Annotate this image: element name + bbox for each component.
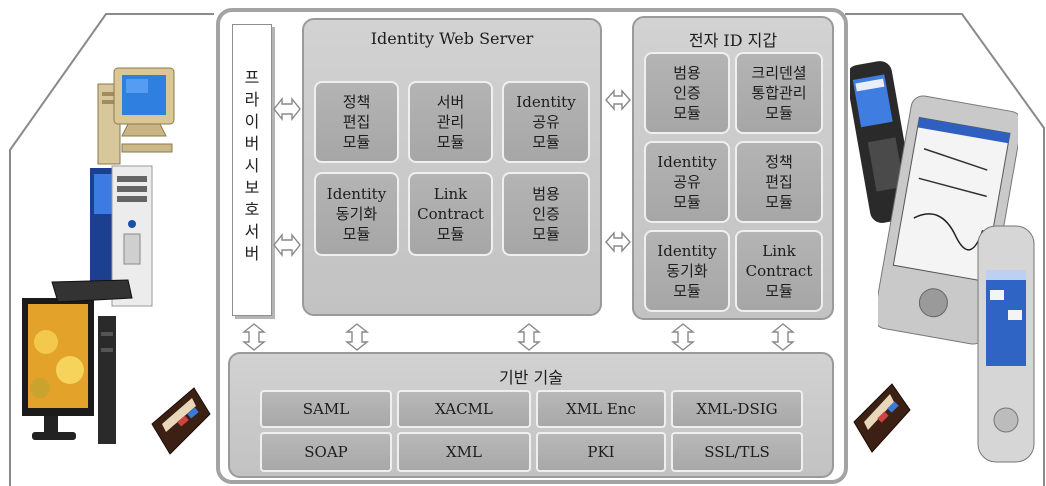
web-identity-sync-module: Identity 동기화 모듈: [314, 172, 399, 256]
base-technology-title: 기반 기술: [499, 368, 563, 387]
privacy-server: 프라이버시보호서버: [232, 24, 272, 316]
wallet-base-arrow-left: [671, 323, 695, 351]
identity-web-server-panel: Identity Web Server: [302, 18, 602, 316]
wallet-identity-sharing-module: Identity 공유 모듈: [644, 141, 730, 223]
keyboard-icon: [51, 279, 133, 303]
privacy-web-arrow-bottom: [273, 233, 301, 257]
left-device-frame: [9, 13, 214, 486]
pda-phone-icon: [977, 225, 1035, 463]
tech-xacml: XACML: [397, 390, 531, 428]
lcd-monitor-icon: [22, 298, 116, 444]
tech-ssl-tls: SSL/TLS: [671, 432, 803, 472]
web-server-admin-module: 서버 관리 모듈: [408, 81, 493, 163]
desktop-pc-icon: [97, 67, 175, 165]
tech-xml: XML: [397, 432, 531, 472]
privacy-server-label: 프라이버시보호서버: [244, 68, 260, 263]
tech-saml: SAML: [260, 390, 392, 428]
privacy-web-arrow-top: [273, 97, 301, 121]
web-policy-edit-module: 정책 편집 모듈: [314, 81, 399, 163]
wallet-credential-mgmt-module: 크리덴셜 통합관리 모듈: [735, 52, 823, 134]
web-identity-sharing-module: Identity 공유 모듈: [502, 81, 590, 163]
wallet-link-contract-module: Link Contract 모듈: [735, 230, 823, 312]
wallet-icon-right: [853, 383, 911, 453]
wallet-title: 전자 ID 지갑: [688, 31, 778, 50]
web-wallet-arrow-top: [605, 89, 631, 111]
tech-xml-dsig: XML-DSIG: [671, 390, 803, 428]
wallet-identity-sync-module: Identity 동기화 모듈: [644, 230, 730, 312]
web-link-contract-module: Link Contract 모듈: [408, 172, 493, 256]
web-base-arrow-right: [517, 323, 541, 351]
web-base-arrow-left: [345, 323, 369, 351]
identity-web-server-title: Identity Web Server: [370, 29, 534, 48]
wallet-policy-edit-module: 정책 편집 모듈: [735, 141, 823, 223]
privacy-base-arrow: [242, 323, 266, 351]
wallet-general-auth-module: 범용 인증 모듈: [644, 52, 730, 134]
wallet-base-arrow-right: [771, 323, 795, 351]
tech-soap: SOAP: [260, 432, 392, 472]
web-general-auth-module: 범용 인증 모듈: [502, 172, 590, 256]
tech-pki: PKI: [536, 432, 666, 472]
web-wallet-arrow-bottom: [605, 231, 631, 253]
wallet-icon: [151, 387, 211, 455]
tech-xml-enc: XML Enc: [536, 390, 666, 428]
right-device-frame: [845, 13, 1045, 486]
